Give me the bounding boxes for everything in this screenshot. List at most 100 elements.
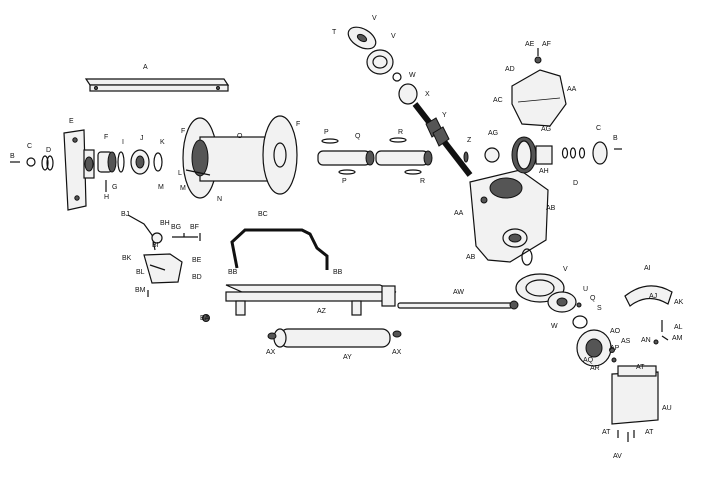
callout-label-v1: V <box>372 15 377 22</box>
callout-label-m2: M <box>180 185 186 192</box>
callout-label-p1: P <box>324 129 329 136</box>
callout-label-e: E <box>69 118 74 125</box>
callout-label-ag2: AG <box>541 126 551 133</box>
callout-label-bb2: BB <box>333 269 343 276</box>
callout-label-bh: BH <box>160 220 170 227</box>
callout-label-g: G <box>112 184 117 191</box>
callout-label-bm: BM <box>135 287 146 294</box>
callout-label-au: AU <box>662 405 672 412</box>
callout-label-p2: P <box>342 178 347 185</box>
bushing-and-collars <box>97 149 163 192</box>
callout-label-n: N <box>217 196 222 203</box>
small-hardware-left <box>10 155 54 171</box>
callout-label-c1: C <box>27 143 32 150</box>
brake-band-ai <box>624 285 673 345</box>
callout-label-bd: BD <box>192 274 202 281</box>
callout-label-ah: AH <box>539 168 549 175</box>
frame-az <box>225 284 397 316</box>
callout-label-i: I <box>122 139 124 146</box>
callout-label-k: K <box>160 139 165 146</box>
callout-label-aq: AQ <box>583 357 594 364</box>
callout-label-ab2: AB <box>466 254 476 261</box>
callout-label-x: X <box>425 91 430 98</box>
callout-label-l: L <box>178 170 182 177</box>
callout-label-ap: AP <box>610 345 620 352</box>
callout-label-ab1: AB <box>546 205 556 212</box>
worm-shaft-chain <box>347 26 473 177</box>
top-bar-part-a <box>84 78 230 92</box>
callout-label-bc: BC <box>258 211 268 218</box>
callout-label-as: AS <box>621 338 631 345</box>
brake-parts <box>515 248 617 367</box>
callout-label-q2: Q <box>590 295 596 302</box>
callout-label-ax1: AX <box>266 349 276 356</box>
callout-label-aa2: AA <box>454 210 464 217</box>
callout-label-bi: BI <box>152 242 159 249</box>
callout-label-bj: BJ <box>121 211 129 218</box>
end-bearing-bracket-e <box>63 129 95 211</box>
callout-label-m1: M <box>158 184 164 191</box>
brake-housing-au <box>611 365 659 442</box>
callout-label-f3: F <box>296 121 300 128</box>
callout-label-bf: BF <box>190 224 199 231</box>
cable-drum-o <box>182 115 298 199</box>
callout-label-ax2: AX <box>392 349 402 356</box>
callout-label-ak: AK <box>674 299 684 306</box>
callout-label-r1: R <box>398 129 403 136</box>
callout-label-f2: F <box>181 128 185 135</box>
shift-linkage <box>127 214 201 297</box>
callout-label-c2: C <box>596 125 601 132</box>
drum-shafts-pq <box>317 137 433 175</box>
callout-label-bb1: BB <box>228 269 238 276</box>
callout-label-a: A <box>143 64 148 71</box>
callout-label-at1: AT <box>636 364 645 371</box>
callout-label-be: BE <box>192 257 202 264</box>
callout-label-aa1: AA <box>567 86 577 93</box>
callout-label-h: H <box>104 194 109 201</box>
callout-label-v3: V <box>563 266 568 273</box>
callout-label-al: AL <box>674 324 683 331</box>
callout-label-am: AM <box>672 335 683 342</box>
callout-label-ar: AR <box>590 365 600 372</box>
callout-label-f1: F <box>104 134 108 141</box>
worm-gear-ag <box>484 136 622 174</box>
callout-label-o1: O <box>237 133 243 140</box>
callout-label-ad: AD <box>505 66 515 73</box>
callout-label-b1: B <box>10 153 15 160</box>
callout-label-r2: R <box>420 178 425 185</box>
callout-label-t: T <box>332 29 337 36</box>
shaft-aw <box>397 300 519 310</box>
callout-label-ae: AE <box>525 41 535 48</box>
bail-bc <box>230 228 329 270</box>
callout-label-bl: BL <box>136 269 145 276</box>
callout-label-d1: D <box>46 147 51 154</box>
callout-label-bk: BK <box>122 255 132 262</box>
callout-label-az: AZ <box>317 308 327 315</box>
callout-label-aw: AW <box>453 289 464 296</box>
callout-label-d2: D <box>573 180 578 187</box>
callout-label-w1: W <box>409 72 416 79</box>
callout-label-af: AF <box>542 41 551 48</box>
callout-label-s: S <box>597 305 602 312</box>
callout-label-b2: B <box>613 135 618 142</box>
callout-label-ai: AI <box>644 265 651 272</box>
callout-label-av: AV <box>613 453 622 460</box>
callout-label-ag1: AG <box>488 130 498 137</box>
gearbox-housing-aa <box>469 169 549 263</box>
roller-ay <box>202 314 402 348</box>
cover-ac <box>511 48 567 127</box>
callout-label-j: J <box>140 135 144 142</box>
callout-label-ay: AY <box>343 354 352 361</box>
callout-label-u: U <box>583 286 588 293</box>
callout-label-ac: AC <box>493 97 503 104</box>
callout-label-w2: W <box>551 323 558 330</box>
callout-label-v2: V <box>391 33 396 40</box>
callout-label-y: Y <box>442 112 447 119</box>
callout-label-at3: AT <box>645 429 654 436</box>
callout-label-aj: AJ <box>649 293 657 300</box>
callout-label-ao: AO <box>610 328 621 335</box>
callout-label-ba: BA <box>200 315 210 322</box>
callout-label-an: AN <box>641 337 651 344</box>
